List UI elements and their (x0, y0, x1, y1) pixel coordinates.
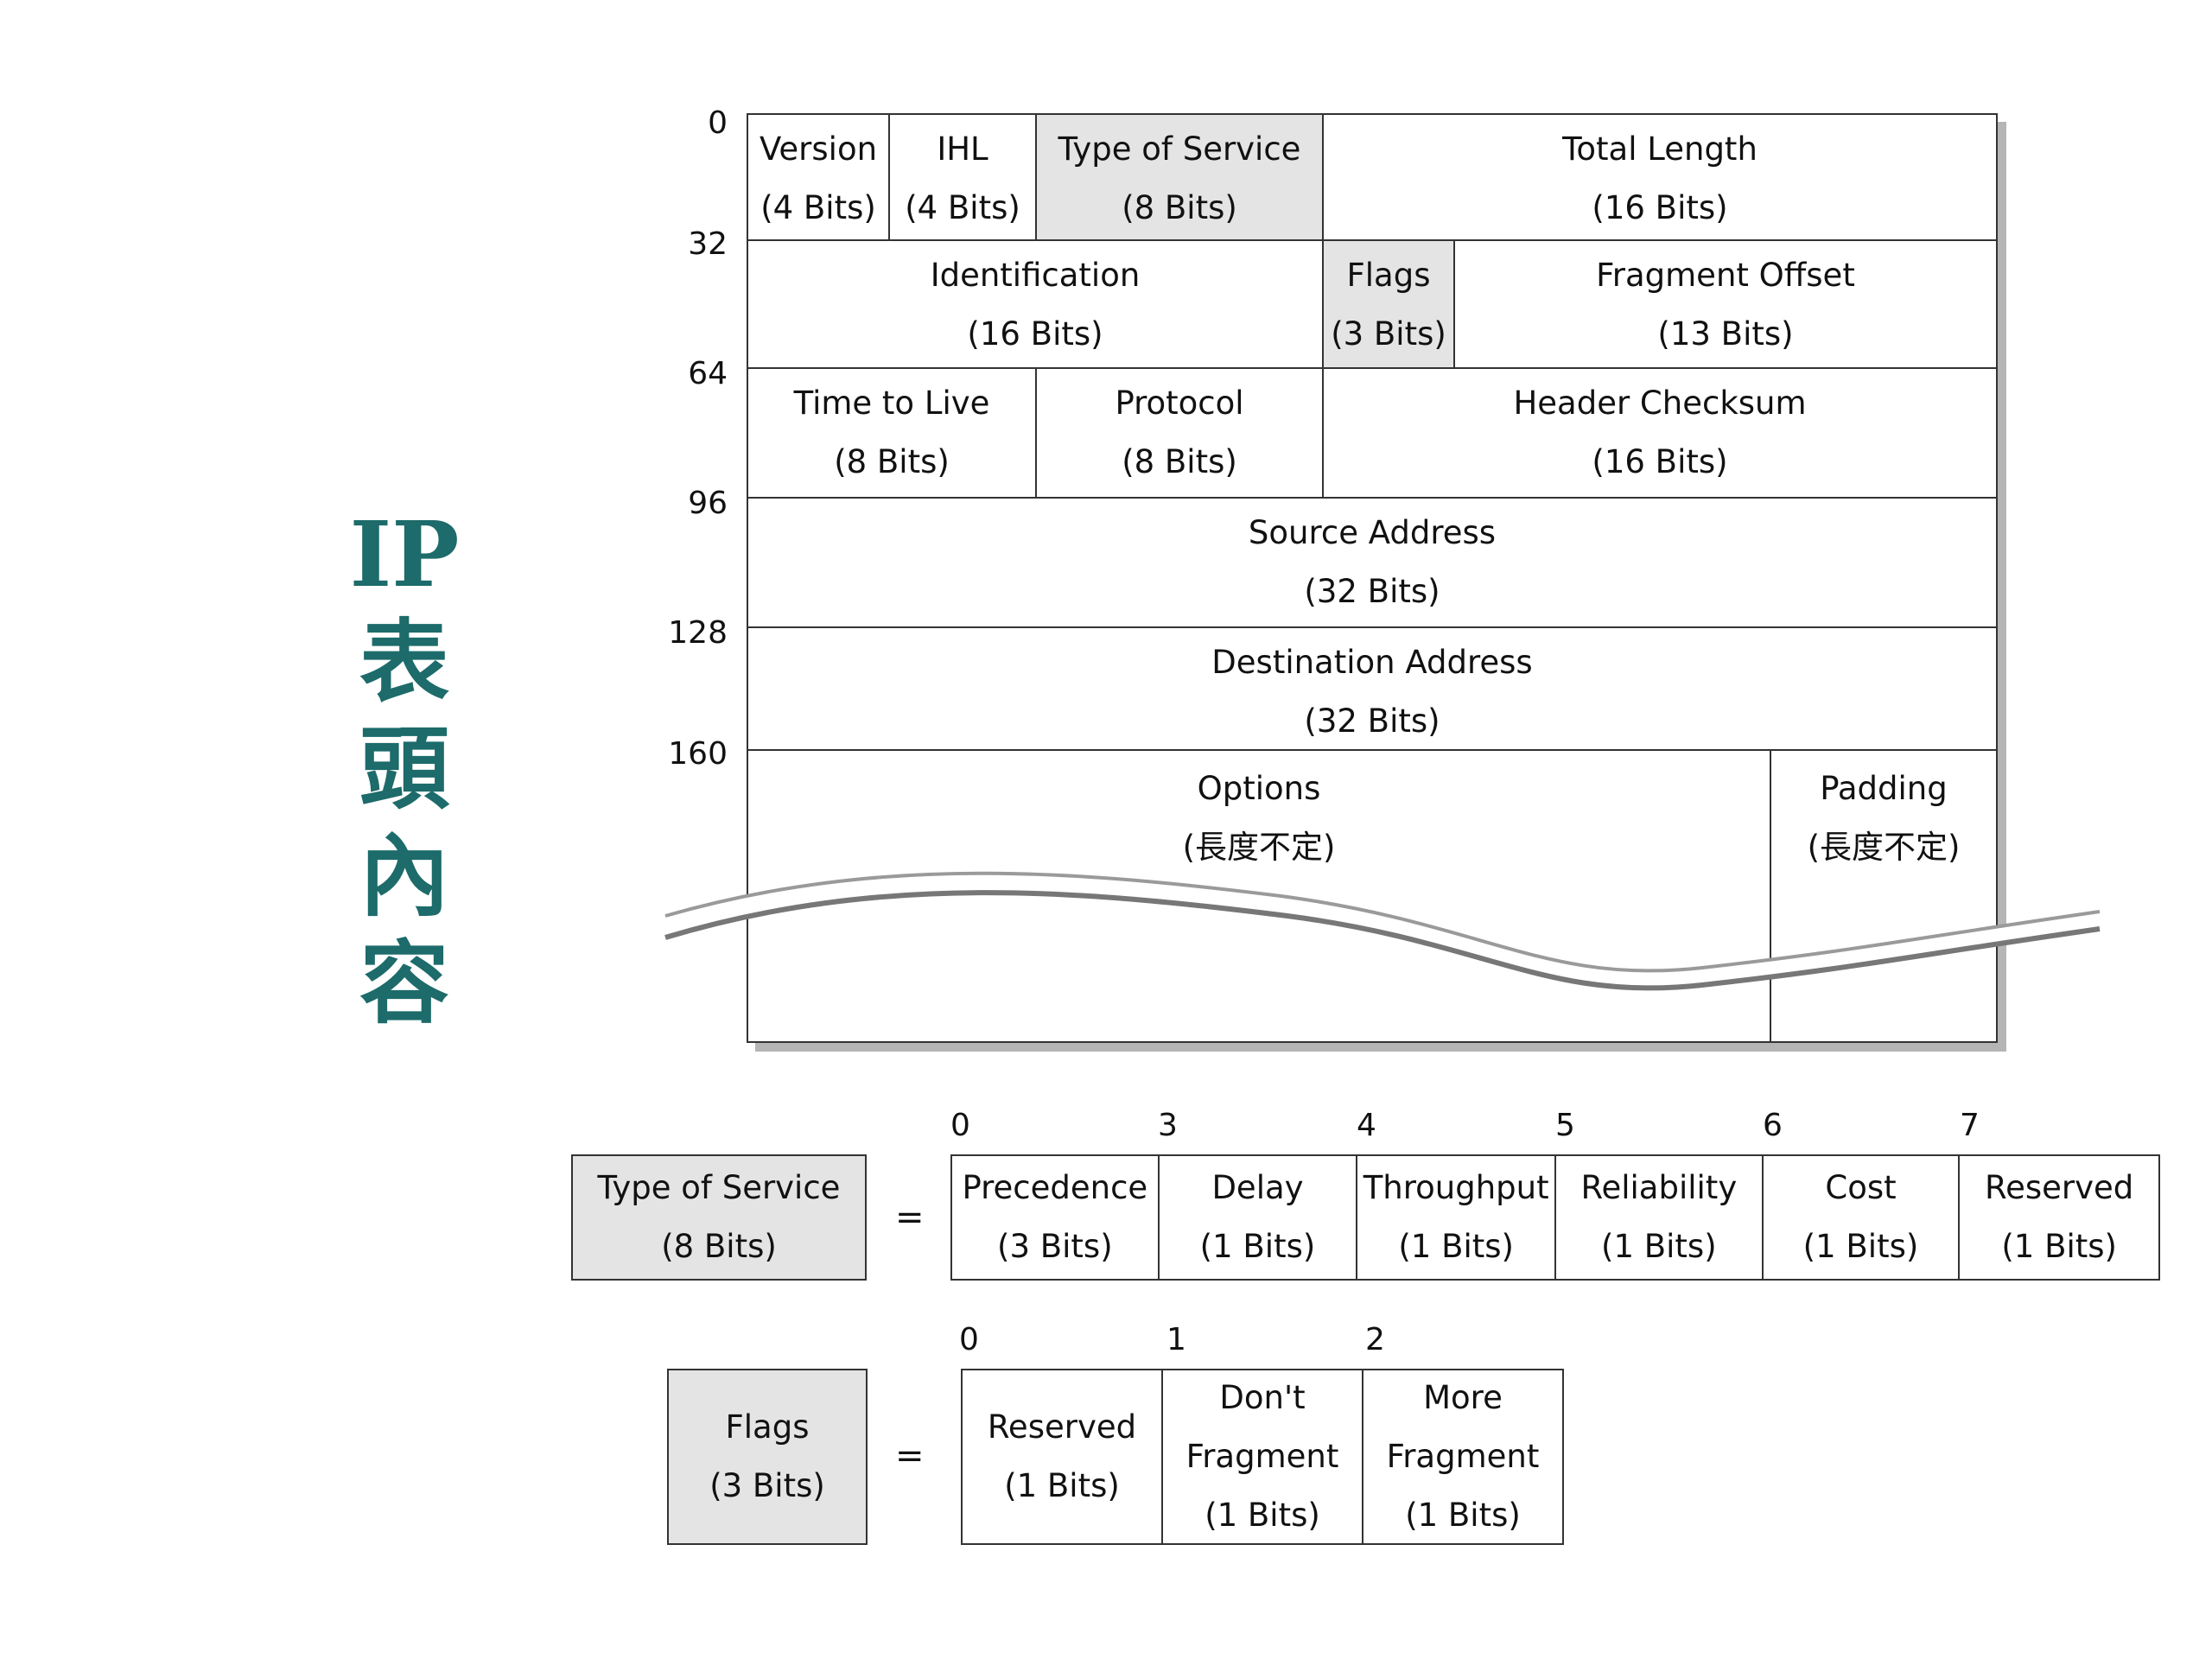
break-wave-graphic (664, 871, 2101, 991)
title-char: 內 (359, 823, 449, 929)
bit-position: 5 (1555, 1108, 1575, 1143)
bit-position: 0 (950, 1108, 970, 1143)
offset-label: 32 (688, 226, 728, 262)
field-fragment-offset: Fragment Offset(13 Bits) (1455, 241, 1996, 369)
equals-sign: = (895, 1198, 925, 1237)
flags-label-box: Flags(3 Bits) (667, 1369, 868, 1545)
bit-position: 2 (1365, 1322, 1385, 1357)
flags-field-reserved: Reserved(1 Bits) (963, 1370, 1163, 1543)
tos-field-reserved: Reserved(1 Bits) (1960, 1156, 2160, 1279)
title-char: IP (349, 501, 460, 607)
field-flags: Flags(3 Bits) (1324, 241, 1455, 369)
field-destination-address: Destination Address(32 Bits) (748, 628, 1996, 751)
field-type-of-service: Type of Service(8 Bits) (1037, 115, 1324, 241)
bit-position: 1 (1166, 1322, 1186, 1357)
tos-field-cost: Cost(1 Bits) (1764, 1156, 1961, 1279)
bit-position: 7 (1960, 1108, 1980, 1143)
offset-label: 0 (708, 105, 728, 141)
field-identification: Identification(16 Bits) (748, 241, 1324, 369)
tos-field-throughput: Throughput(1 Bits) (1357, 1156, 1556, 1279)
field-padding: Padding(長度不定) (1771, 751, 1996, 1041)
tos-label-box: Type of Service(8 Bits) (571, 1154, 867, 1281)
bit-position: 3 (1158, 1108, 1178, 1143)
tos-field-reliability: Reliability(1 Bits) (1556, 1156, 1764, 1279)
tos-field-delay: Delay(1 Bits) (1160, 1156, 1358, 1279)
title-char: 頭 (359, 715, 449, 822)
field-ihl: IHL(4 Bits) (890, 115, 1037, 241)
tos-field-precedence: Precedence(3 Bits) (952, 1156, 1160, 1279)
tos-fields-row: Precedence(3 Bits) Delay(1 Bits) Through… (950, 1154, 2160, 1281)
bit-position: 4 (1357, 1108, 1376, 1143)
equals-sign: = (895, 1436, 925, 1476)
title-char: 容 (359, 930, 449, 1036)
title-char: 表 (359, 608, 449, 715)
page-title: IP 表 頭 內 容 (344, 501, 465, 1037)
offset-label: 160 (668, 736, 728, 772)
bit-position: 6 (1763, 1108, 1783, 1143)
offset-label: 96 (688, 486, 728, 521)
offset-label: 64 (688, 356, 728, 391)
field-total-length: Total Length(16 Bits) (1324, 115, 1996, 241)
offset-label: 128 (668, 615, 728, 651)
field-time-to-live: Time to Live(8 Bits) (748, 369, 1037, 499)
bit-position: 0 (959, 1322, 979, 1357)
field-protocol: Protocol(8 Bits) (1037, 369, 1324, 499)
field-version: Version(4 Bits) (748, 115, 890, 241)
field-source-address: Source Address(32 Bits) (748, 499, 1996, 628)
field-header-checksum: Header Checksum(16 Bits) (1324, 369, 1996, 499)
